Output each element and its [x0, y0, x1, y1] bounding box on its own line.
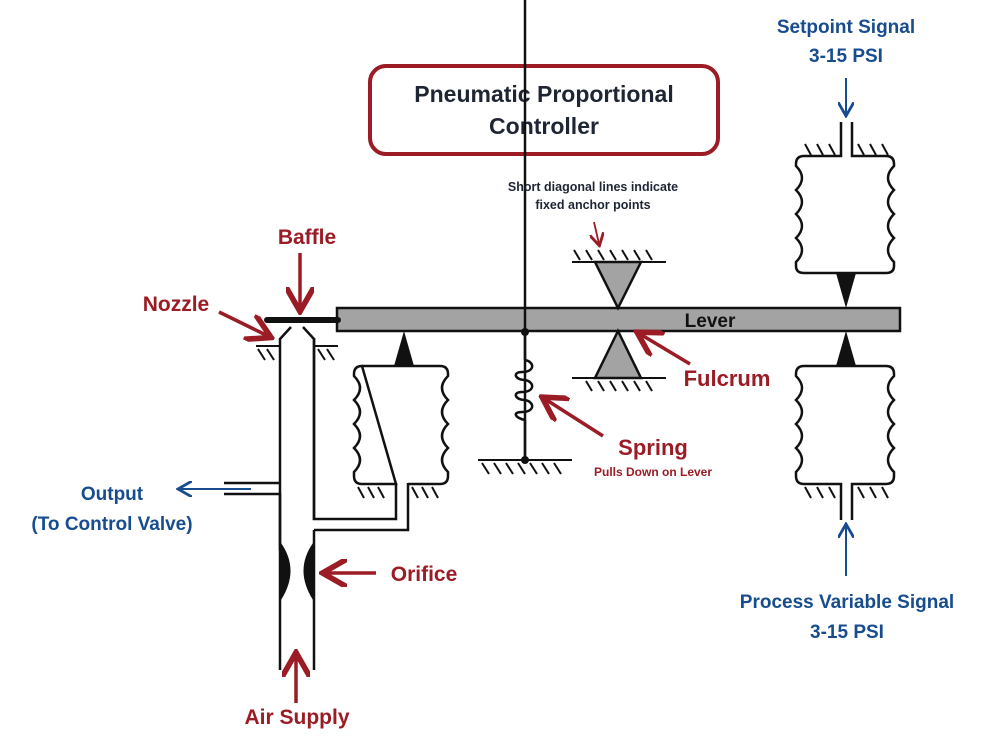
title-box: Pneumatic Proportional Controller — [368, 64, 720, 156]
baffle-label: Baffle — [278, 226, 336, 249]
anchor-note-line-1: Short diagonal lines indicate — [508, 180, 678, 194]
pv-label-line-2: 3-15 PSI — [810, 622, 884, 643]
feedback-bellows — [352, 331, 450, 499]
orifice — [281, 543, 313, 600]
fulcrum-arrow — [640, 334, 691, 366]
output-label-line-2: (To Control Valve) — [31, 514, 192, 535]
setpoint-bellows — [794, 122, 896, 308]
air-supply-label: Air Supply — [244, 706, 349, 729]
pv-label-line-1: Process Variable Signal — [740, 592, 954, 613]
spring-label: Spring — [618, 435, 688, 460]
output-port — [224, 481, 282, 670]
pv-bellows-pivot — [836, 331, 856, 366]
feedback-bellows-pivot — [394, 331, 414, 366]
lever-label: Lever — [685, 311, 736, 332]
setpoint-label-line-1: Setpoint Signal — [777, 17, 915, 38]
lever: Lever — [335, 306, 902, 333]
title-line-2: Controller — [489, 113, 599, 139]
nozzle-anchor-hatch — [257, 348, 335, 361]
process-variable-bellows — [794, 331, 896, 520]
spring — [478, 0, 572, 475]
nozzle-arrow — [218, 310, 268, 336]
nozzle-label: Nozzle — [143, 293, 210, 316]
fulcrum-label: Fulcrum — [684, 366, 771, 391]
fulcrum — [572, 328, 666, 392]
anchor-note-line-2: fixed anchor points — [535, 198, 650, 212]
setpoint-label-line-2: 3-15 PSI — [809, 46, 883, 67]
anchor-note-arrow — [594, 221, 599, 244]
feedback-pipe — [312, 338, 410, 670]
nozzle — [256, 326, 338, 550]
upper-anchor — [572, 249, 666, 311]
spring-arrow — [545, 399, 604, 438]
spring-note: Pulls Down on Lever — [594, 465, 712, 479]
setpoint-bellows-pivot — [836, 273, 856, 308]
title-line-1: Pneumatic Proportional — [414, 81, 673, 107]
output-label-line-1: Output — [81, 484, 144, 505]
orifice-label: Orifice — [391, 563, 458, 586]
